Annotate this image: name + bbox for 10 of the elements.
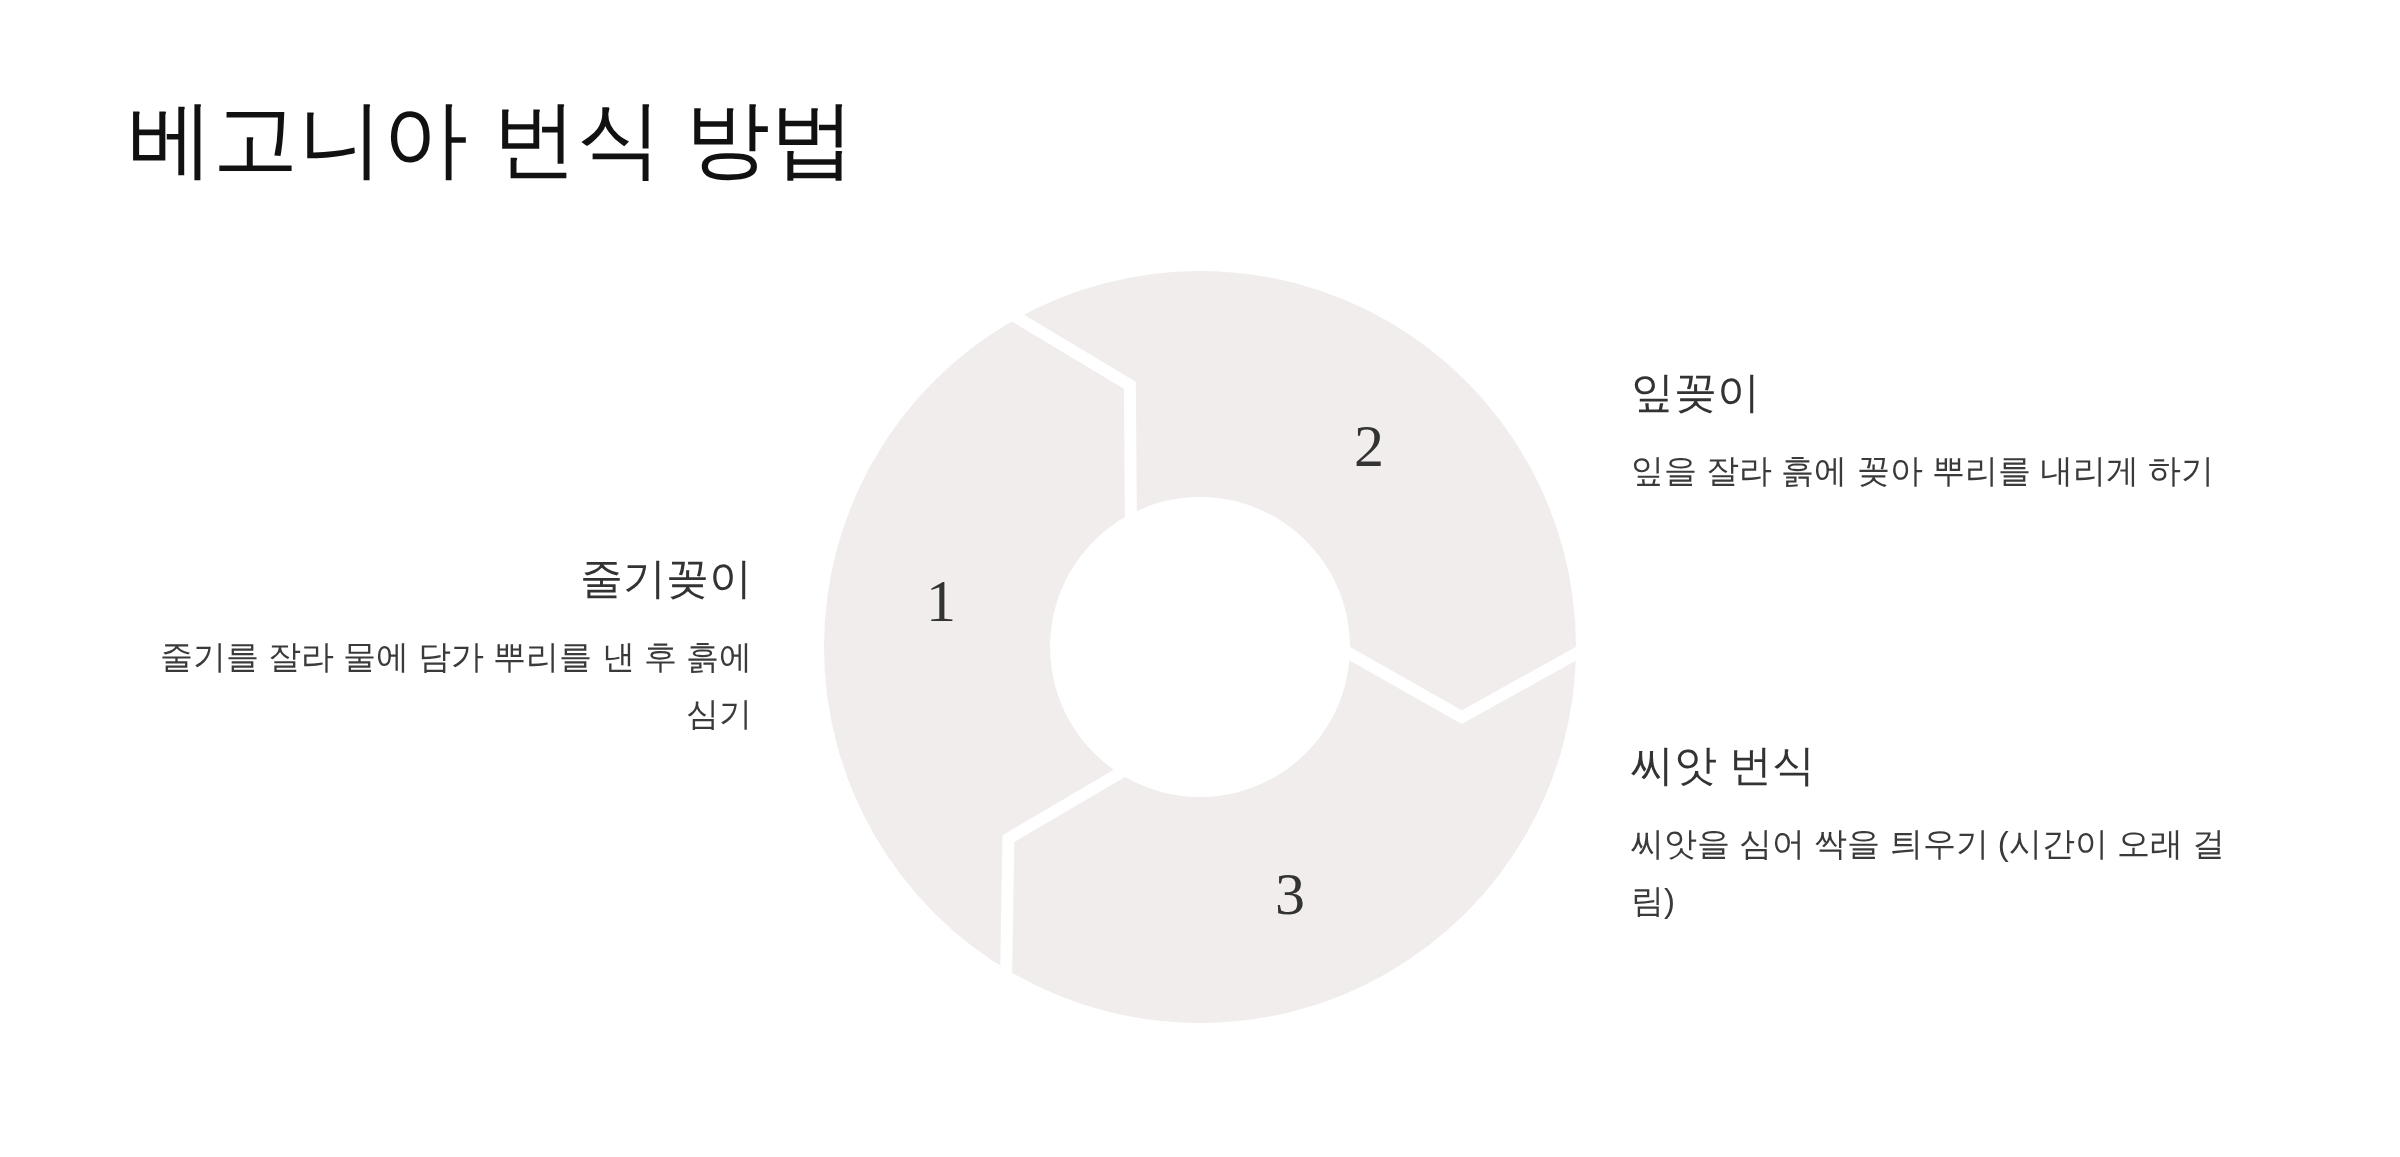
step-number: 3	[1274, 864, 1305, 925]
step-number: 2	[1354, 415, 1385, 476]
step-heading: 씨앗 번식	[1631, 740, 1815, 791]
step-heading: 잎꽂이	[1631, 367, 1760, 418]
step-description: 줄기를 잘라 물에 담가 뿌리를 낸 후 흙에 심기	[158, 637, 752, 734]
diagram-title: 베고니아 번식 방법	[128, 90, 856, 188]
step-description: 씨앗을 심어 싹을 틔우기 (시간이 오래 걸림)	[1631, 824, 2226, 921]
step-number: 1	[926, 571, 956, 632]
step-description: 잎을 잘라 흙에 꽂아 뿌리를 내리게 하기	[1631, 451, 2214, 491]
step-heading: 줄기꽂이	[580, 553, 752, 604]
